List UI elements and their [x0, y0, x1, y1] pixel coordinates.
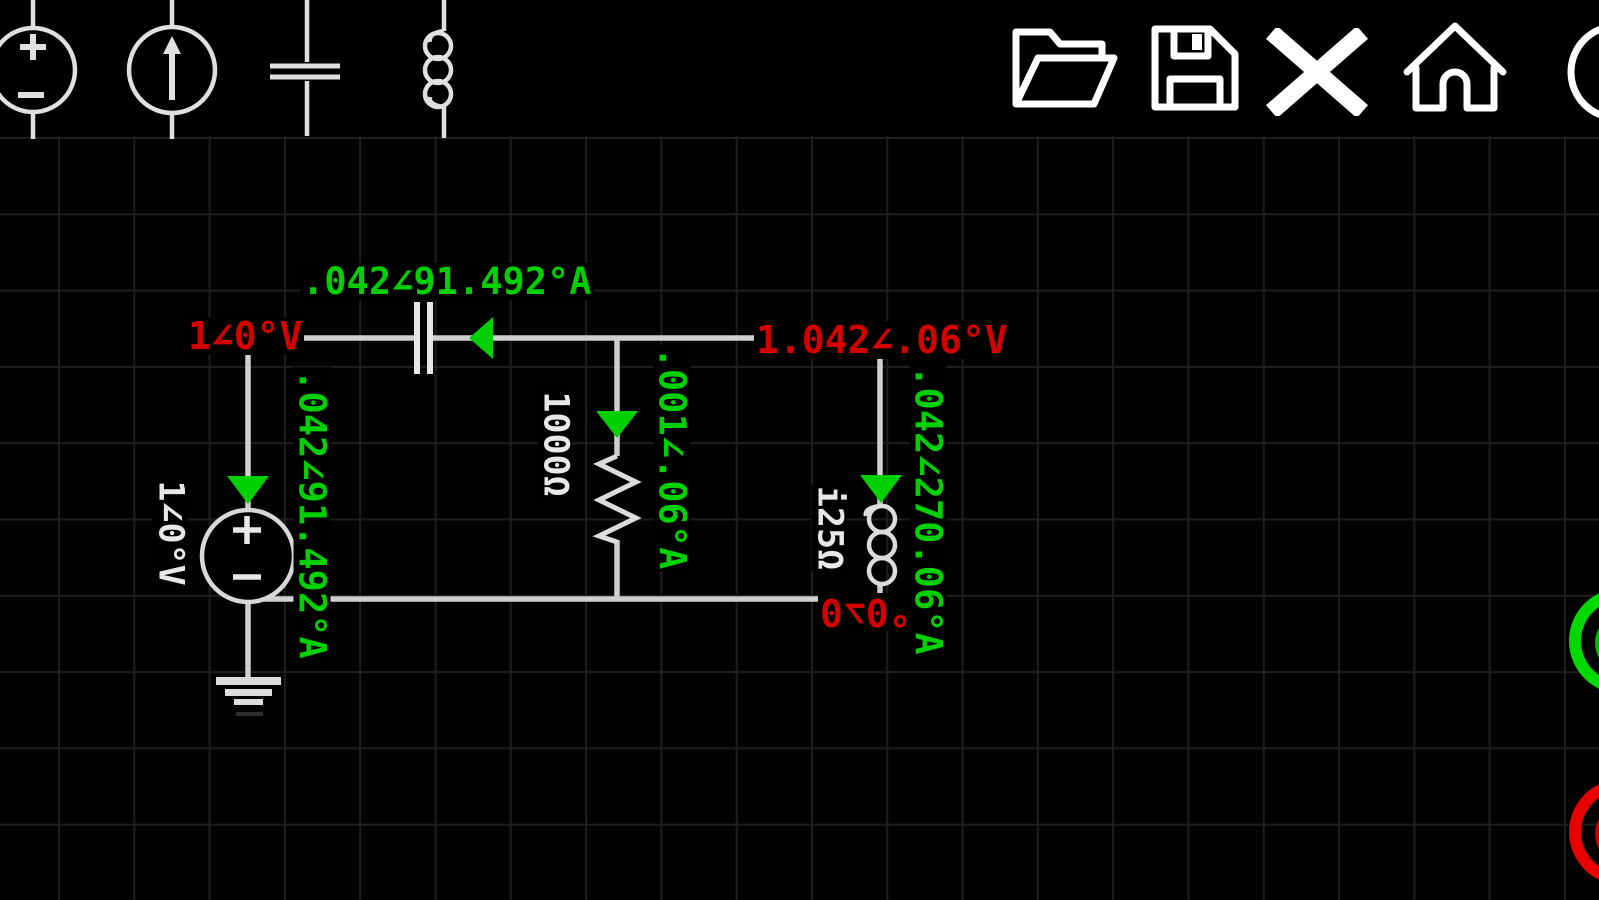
current-capacitor: .042∠91.492°A	[300, 260, 594, 303]
voltage-source-symbol[interactable]	[199, 507, 297, 605]
current-inductor: .042∠270.06°A	[906, 363, 950, 657]
current-resistor: .001∠.06°A	[650, 344, 694, 572]
current-arrow-source	[227, 476, 269, 504]
more-icon[interactable]	[1562, 20, 1599, 124]
ground-symbol[interactable]	[216, 677, 281, 716]
green-knob-button[interactable]	[1569, 593, 1599, 689]
node-voltage-top-right: 1.042∠.06°V	[754, 318, 1010, 362]
capacitor-symbol[interactable]	[414, 302, 433, 374]
palette-voltage-source-icon[interactable]	[0, 0, 100, 140]
current-arrow-resistor	[596, 411, 638, 438]
inductor-symbol[interactable]	[863, 503, 898, 587]
palette-inductor-icon[interactable]	[398, 0, 483, 140]
close-icon[interactable]	[1266, 28, 1368, 116]
value-resistor: 1000Ω	[535, 389, 576, 499]
current-arrow-capacitor	[469, 317, 493, 359]
palette-current-source-icon[interactable]	[125, 0, 220, 140]
open-file-icon[interactable]	[1008, 24, 1120, 114]
home-icon[interactable]	[1400, 18, 1510, 112]
red-knob-button[interactable]	[1569, 784, 1599, 880]
value-voltage-source: 1∠0°V	[150, 478, 191, 588]
palette-capacitor-icon[interactable]	[265, 0, 345, 140]
node-voltage-top-left: 1∠0°V	[186, 314, 305, 358]
value-inductor: i25Ω	[809, 483, 850, 573]
save-icon[interactable]	[1148, 22, 1242, 114]
current-arrow-inductor	[860, 475, 902, 503]
current-source: .042∠91.492°A	[290, 367, 334, 661]
resistor-symbol[interactable]	[592, 453, 642, 545]
